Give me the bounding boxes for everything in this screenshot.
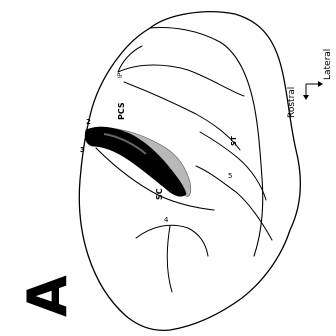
arrow-rostral-head [303,95,309,100]
ip-sulcus [118,65,244,96]
orientation-rostral-label: Rostral [287,87,297,118]
lower-sulcus [136,225,208,256]
label-num-5: 5 [228,172,232,180]
arrow-lateral-head [318,81,323,87]
label-num-2: 2 [86,118,91,126]
orientation-indicator: Rostral Lateral [287,49,333,118]
label-st: ST [230,136,238,146]
panel-letter: A [16,275,79,317]
brain-outline [79,12,300,331]
label-num-1: 1 [158,167,162,175]
orientation-lateral-label: Lateral [323,49,333,80]
label-num-4: 4 [164,216,169,224]
label-num-3: 3 [80,146,85,154]
lower-sulcus-branch [167,226,172,292]
label-pcs: PCS [117,102,126,120]
label-sc: SC [155,188,164,200]
label-ip: IP [117,72,124,78]
